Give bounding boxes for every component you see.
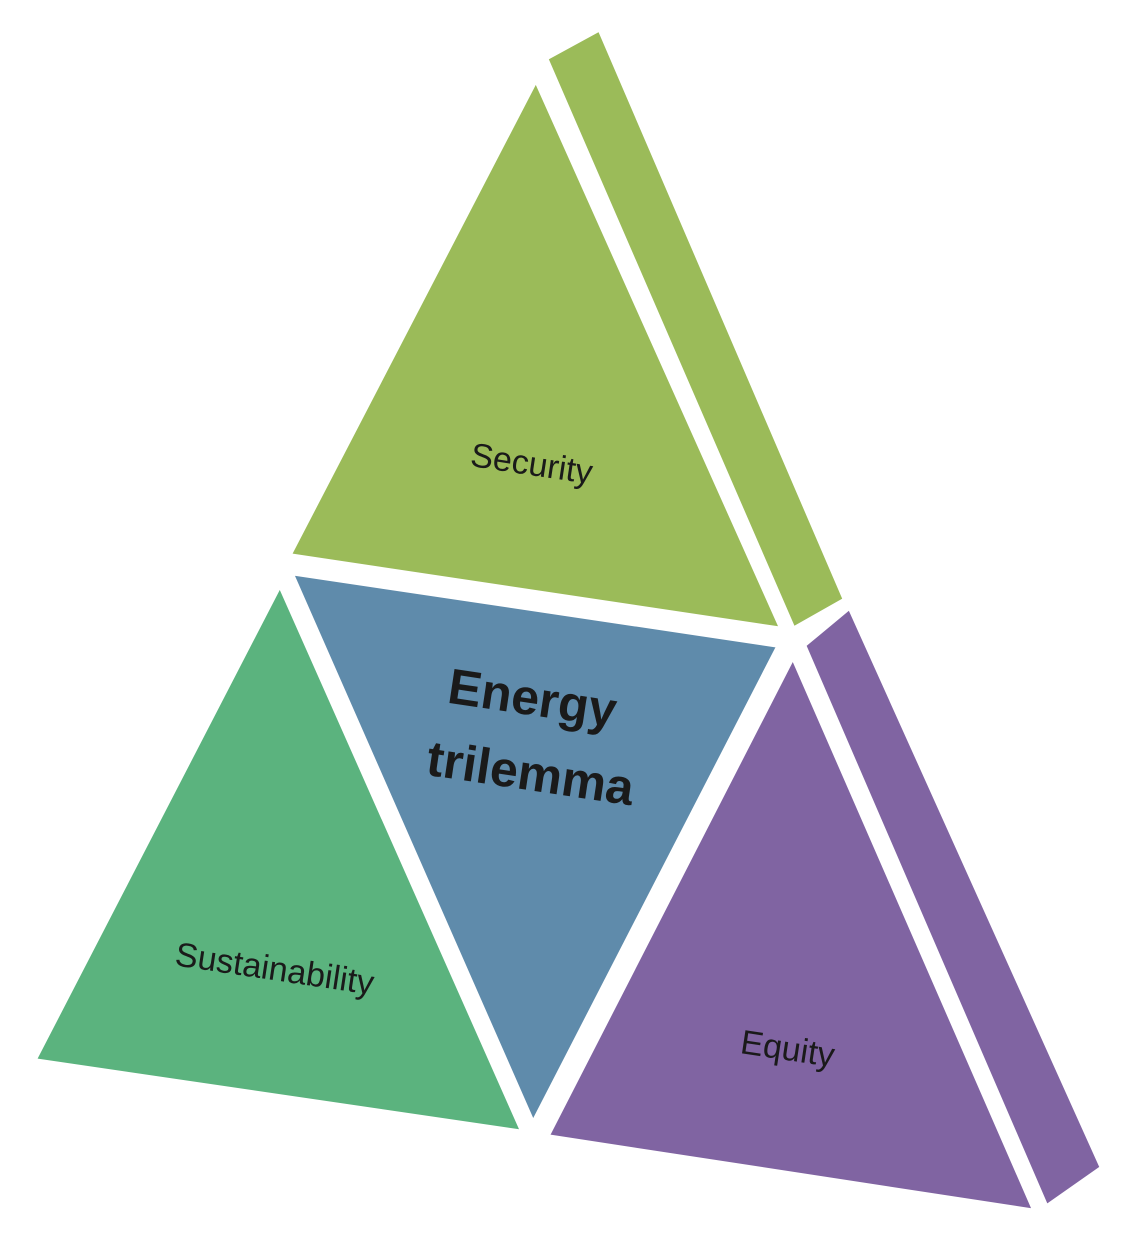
security-segment xyxy=(285,75,786,633)
equity-segment xyxy=(543,652,1039,1215)
security-side-face xyxy=(542,25,849,633)
sustainability-segment xyxy=(30,580,527,1136)
equity-side-face xyxy=(800,603,1106,1211)
center-segment xyxy=(287,569,783,1128)
